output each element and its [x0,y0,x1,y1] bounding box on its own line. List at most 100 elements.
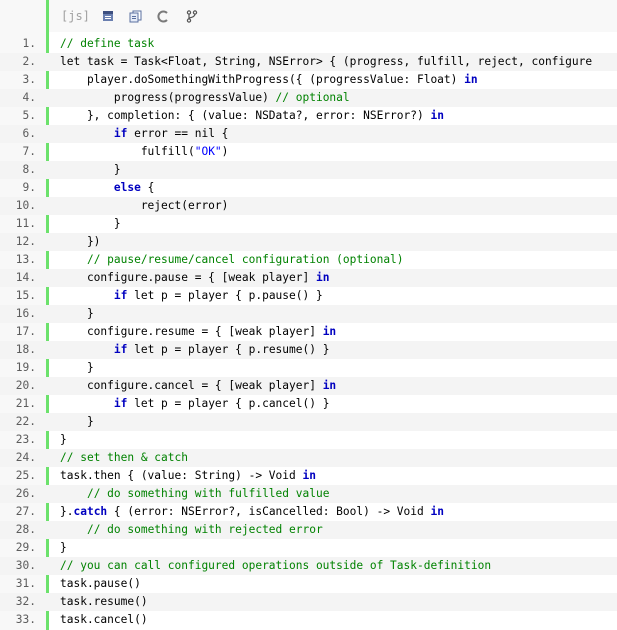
code-comment: // do something with rejected error [86,523,323,536]
code-text: player.doSomethingWithProgress({ (progre… [60,73,465,86]
code-keyword: in [322,325,337,338]
code-line: 23.} [0,431,617,449]
line-source: } [46,431,617,449]
line-source: // do something with fulfilled value [46,485,617,503]
code-line: 22. } [0,413,617,431]
code-line: 18. if let p = player { p.resume() } [0,341,617,359]
line-source: configure.pause = { [weak player] in [46,269,617,287]
line-number: 28. [15,523,36,536]
code-text: } [60,415,94,428]
about-icon[interactable] [184,8,200,24]
line-source: // do something with rejected error [46,521,617,539]
view-source-icon[interactable] [100,8,116,24]
code-line: 1. // define task [0,35,617,53]
code-text: configure.pause = { [weak player] [60,271,316,284]
code-line: 20. configure.cancel = { [weak player] i… [0,377,617,395]
code-text: task.then { (value: String) -> Void [60,469,303,482]
line-source: } [46,413,617,431]
code-text: let p = player { p.cancel() } [127,397,330,410]
code-text: progress(progressValue) [60,91,276,104]
line-source: // pause/resume/cancel configuration (op… [46,251,617,269]
code-keyword: in [322,379,337,392]
line-number: 31. [15,577,36,590]
code-text: fulfill( [60,145,195,158]
line-source: task.cancel() [46,611,617,629]
code-line: 8. } [0,161,617,179]
line-source: // you can call configured operations ou… [46,557,617,575]
code-keyword: if [113,343,128,356]
code-line: 10. reject(error) [0,197,617,215]
code-text: error == nil { [127,127,229,140]
line-number: 15. [15,289,36,302]
line-source: } [46,215,617,233]
code-keyword: else [113,181,141,194]
line-source: } [46,359,617,377]
line-number: 33. [15,613,36,626]
line-number: 18. [15,343,36,356]
code-line: 24. // set then & catch [0,449,617,467]
code-line: 15. if let p = player { p.pause() } [0,287,617,305]
line-number: 29. [15,541,36,554]
code-line: 2.let task = Task<Float, String, NSError… [0,53,617,71]
code-keyword: in [430,109,444,122]
line-source: // define task [46,35,617,53]
code-line: 17. configure.resume = { [weak player] i… [0,323,617,341]
code-line: 28. // do something with rejected error [0,521,617,539]
code-text [60,127,114,140]
code-text: }, completion: { (value: NSData?, error:… [60,109,431,122]
line-source: configure.cancel = { [weak player] in [46,377,617,395]
line-source: }) [46,233,617,251]
line-number: 3. [22,73,36,86]
line-number: 1. [22,37,36,50]
line-number: 32. [15,595,36,608]
code-text: } [60,217,121,230]
code-line: 14. configure.pause = { [weak player] in [0,269,617,287]
line-number: 24. [15,451,36,464]
line-source: // set then & catch [46,449,617,467]
line-source: task.pause() [46,575,617,593]
line-source: } [46,305,617,323]
code-comment: // pause/resume/cancel configuration (op… [86,253,404,266]
code-text: let p = player { p.resume() } [127,343,330,356]
print-icon[interactable] [156,8,172,24]
line-number: 9. [22,181,36,194]
code-line: 31. task.pause() [0,575,617,593]
line-number: 7. [22,145,36,158]
code-text [60,253,87,266]
code-line: 21. if let p = player { p.cancel() } [0,395,617,413]
code-text: configure.resume = { [weak player] [60,325,323,338]
line-number: 6. [22,127,36,140]
line-number: 11. [15,217,36,230]
code-line: 26. // do something with fulfilled value [0,485,617,503]
line-number: 10. [15,199,36,212]
line-source: else { [46,179,617,197]
code-line: 25. task.then { (value: String) -> Void i… [0,467,617,485]
code-text [60,181,114,194]
line-number: 25. [15,469,36,482]
line-number: 19. [15,361,36,374]
code-line: 32.task.resume() [0,593,617,611]
code-line: 12. }) [0,233,617,251]
code-line: 16. } [0,305,617,323]
line-source: task.then { (value: String) -> Void in [46,467,617,485]
code-line: 3. player.doSomethingWithProgress({ (pro… [0,71,617,89]
code-text: { (error: NSError?, isCancelled: Bool) -… [107,505,431,518]
line-number: 26. [15,487,36,500]
code-keyword: if [113,127,128,140]
code-keyword: in [302,469,316,482]
line-source: progress(progressValue) // optional [46,89,617,107]
code-line: 9. else { [0,179,617,197]
code-text: let p = player { p.pause() } [127,289,323,302]
line-number: 8. [22,163,36,176]
copy-icon[interactable] [128,8,144,24]
line-number: 12. [15,235,36,248]
code-line: 29.} [0,539,617,557]
code-text [60,523,87,536]
code-keyword: in [315,271,330,284]
code-line: 7. fulfill("OK") [0,143,617,161]
code-line: 6. if error == nil { [0,125,617,143]
code-text: task.pause() [60,577,141,590]
line-number: 22. [15,415,36,428]
